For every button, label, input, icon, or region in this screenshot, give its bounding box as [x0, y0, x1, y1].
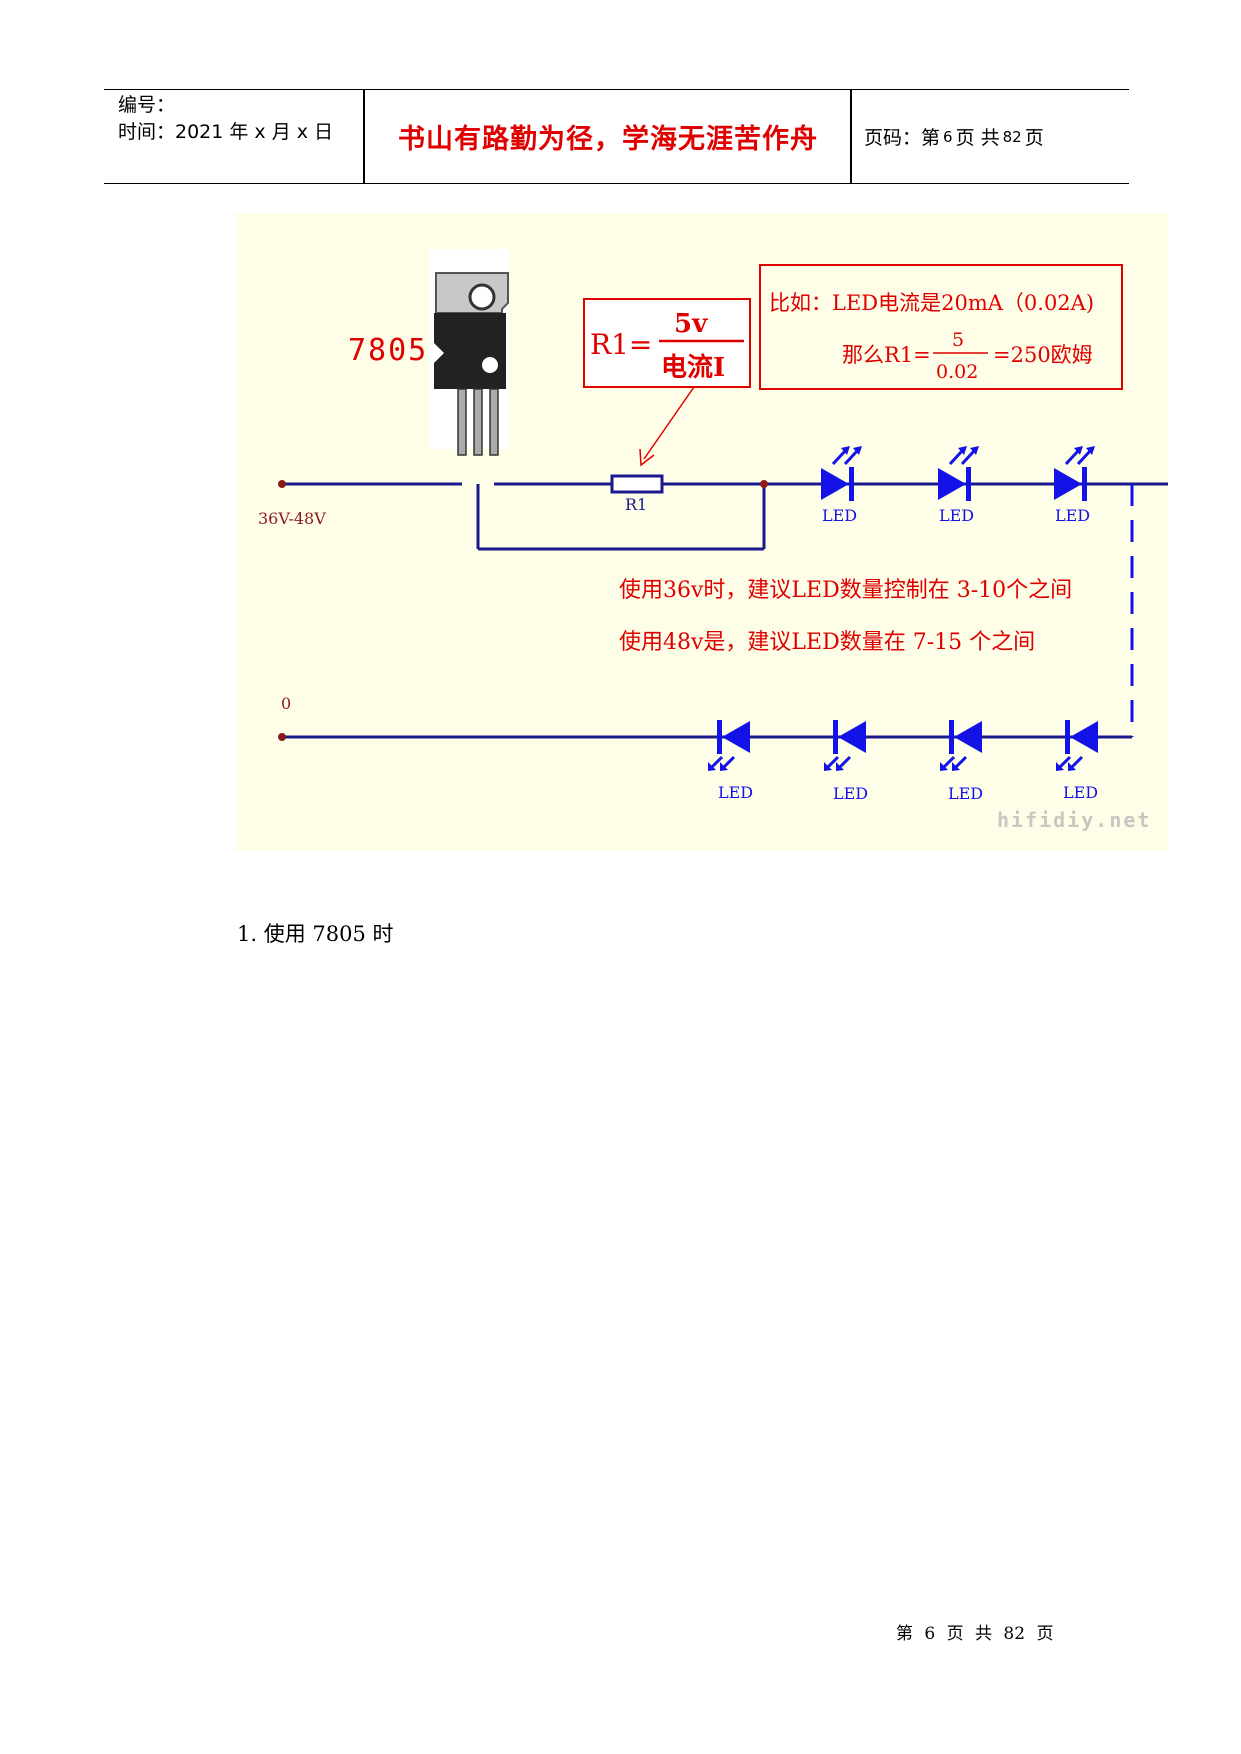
header-page-total: 82: [1002, 127, 1022, 146]
input-node: [278, 480, 286, 488]
top-wire: [282, 482, 1168, 551]
advice-line1: 使用36v时，建议LED数量控制在 3-10个之间: [619, 578, 1072, 603]
header-page-prefix: 页码：第: [864, 127, 941, 149]
advice-line2: 使用48v是，建议LED数量在 7-15 个之间: [619, 630, 1035, 655]
document-header: 编号： 时间：2021 年 x 月 x 日 书山有路勤为径，学海无涯苦作舟 页码…: [104, 89, 1129, 184]
ground-label: 0: [281, 694, 291, 713]
resistor-r1-icon: [610, 474, 664, 494]
formula-lhs: R1=: [590, 328, 652, 361]
led-label: LED: [939, 506, 974, 525]
regulator-7805-icon: [429, 249, 509, 456]
led-label: LED: [822, 506, 857, 525]
example-line1: 比如：LED电流是20mA（0.02A): [769, 291, 1094, 315]
formula-numerator: 5v: [674, 309, 708, 339]
example-denominator: 0.02: [936, 361, 978, 383]
formula-arrow: [639, 386, 695, 467]
formula-denominator: 电流I: [661, 353, 725, 383]
watermark: hifidiy.net: [997, 808, 1151, 832]
header-page-info: 页码：第 6 页 共 82 页: [864, 90, 1044, 183]
junction-node: [760, 480, 768, 488]
led-label: LED: [1063, 783, 1098, 802]
led-label: LED: [833, 784, 868, 803]
list-item-1: 1. 使用 7805 时: [237, 922, 394, 946]
regulator-label: 7805: [348, 333, 428, 368]
formula-box: R1= 5v 电流I: [583, 298, 751, 388]
header-number-label: 编号：: [118, 94, 176, 116]
header-divider: [363, 90, 365, 183]
input-voltage-label: 36V-48V: [258, 509, 326, 528]
header-time-label: 时间：2021 年 x 月 x 日: [118, 121, 334, 143]
header-page-suffix: 页: [1024, 127, 1044, 149]
ground-node: [278, 733, 286, 741]
led-label: LED: [718, 783, 753, 802]
header-divider: [850, 90, 852, 183]
example-box: 比如：LED电流是20mA（0.02A) 那么R1= 5 0.02 =250欧姆: [759, 264, 1123, 390]
resistor-label: R1: [625, 495, 647, 514]
page-footer: 第 6 页 共 82 页: [896, 1624, 1054, 1644]
header-page-mid: 页 共: [955, 127, 1000, 149]
example-lhs: 那么R1=: [842, 343, 931, 367]
led-label: LED: [948, 784, 983, 803]
example-rhs: =250欧姆: [993, 343, 1093, 367]
header-page-number: 6: [943, 127, 953, 146]
circuit-diagram: 7805 36V-48V R1 R1= 5v 电流I 比如：LED电流是20mA…: [236, 213, 1168, 851]
header-motto: 书山有路勤为径，学海无涯苦作舟: [398, 124, 818, 155]
led-label: LED: [1055, 506, 1090, 525]
example-numerator: 5: [952, 329, 964, 351]
header-meta: 编号： 时间：2021 年 x 月 x 日: [118, 92, 333, 146]
